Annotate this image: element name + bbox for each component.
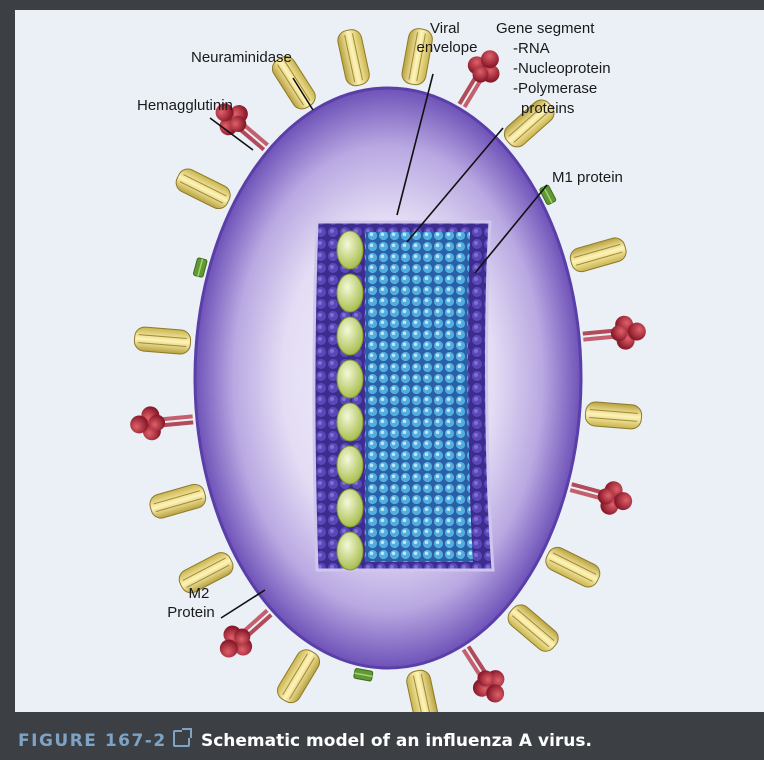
hemagglutinin-spike [400, 27, 434, 86]
hemagglutinin-spike [274, 646, 323, 706]
label-m2-protein: M2 Protein [167, 585, 215, 621]
caption-text: Schematic model of an influenza A virus. [201, 731, 592, 751]
m2-channel [193, 258, 207, 278]
nucleoprotein-blob [337, 489, 363, 527]
hemagglutinin-spike [405, 668, 440, 712]
neuraminidase-spike [567, 471, 637, 520]
figure-panel: Neuraminidase Hemagglutinin Viral envelo… [15, 10, 764, 712]
nucleoprotein-blob [337, 532, 363, 570]
leader-m2-protein [221, 590, 265, 618]
neuraminidase-spike [129, 402, 195, 442]
nucleoprotein-blob [337, 446, 363, 484]
nucleoprotein-blob [337, 360, 363, 398]
hemagglutinin-spike [504, 601, 562, 656]
label-hemagglutinin: Hemagglutinin [137, 97, 233, 114]
figure-caption: FIGURE 167-2 Schematic model of an influ… [18, 726, 592, 756]
hemagglutinin-spike [148, 482, 208, 520]
neuraminidase-spike [452, 639, 515, 710]
hemagglutinin-spike [134, 326, 192, 354]
hemagglutinin-spike [568, 236, 628, 274]
influenza-virus-diagram: Neuraminidase Hemagglutinin Viral envelo… [15, 10, 764, 712]
nucleoprotein-blob [337, 231, 363, 269]
nucleoprotein-blob [337, 274, 363, 312]
figure-number: FIGURE 167-2 [18, 731, 167, 751]
label-gene-segment: Gene segment -RNA -Nucleoprotein -Polyme… [496, 20, 615, 117]
external-link-icon[interactable] [173, 730, 190, 747]
core-cutaway [314, 222, 493, 570]
m2-channel [354, 668, 373, 681]
hemagglutinin-spike [542, 544, 603, 590]
hemagglutinin-spike [173, 166, 234, 212]
nucleoprotein-blob [337, 317, 363, 355]
neuraminidase-spike [581, 314, 647, 354]
hemagglutinin-spike [336, 28, 371, 88]
label-neuraminidase: Neuraminidase [191, 49, 292, 66]
label-m1-protein: M1 protein [552, 169, 623, 186]
nucleoprotein-blob [337, 403, 363, 441]
hemagglutinin-spike [585, 401, 643, 429]
gene-segment-rna [365, 232, 473, 562]
neuraminidase-spike [211, 600, 281, 667]
